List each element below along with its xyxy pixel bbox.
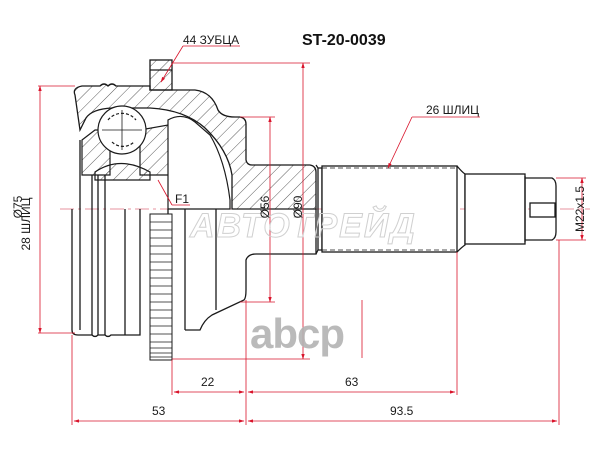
abs-ring <box>149 213 173 361</box>
watermark-avtotreid: АВТОТРЕЙД <box>190 207 417 246</box>
housing-section <box>73 59 317 210</box>
label-thread-m22: M22x1.5 <box>573 185 587 233</box>
label-28-splines: 28 ШЛИЦ <box>19 197 33 251</box>
watermark-abcp: abcp <box>250 310 345 357</box>
label-diameter-90: Ø90 <box>291 195 305 219</box>
dim-63: 63 <box>345 375 359 389</box>
dim-22: 22 <box>201 375 215 389</box>
label-26-splines: 26 ШЛИЦ <box>426 103 480 117</box>
dim-93-5: 93.5 <box>390 404 414 418</box>
label-diameter-56: Ø56 <box>258 195 272 219</box>
dimension-lines <box>38 45 586 425</box>
part-number-title: ST-20-0039 <box>302 32 386 49</box>
label-f1: F1 <box>175 192 190 206</box>
inner-race <box>81 105 231 210</box>
label-44-teeth: 44 ЗУБЦА <box>183 33 240 47</box>
dim-53: 53 <box>152 404 166 418</box>
